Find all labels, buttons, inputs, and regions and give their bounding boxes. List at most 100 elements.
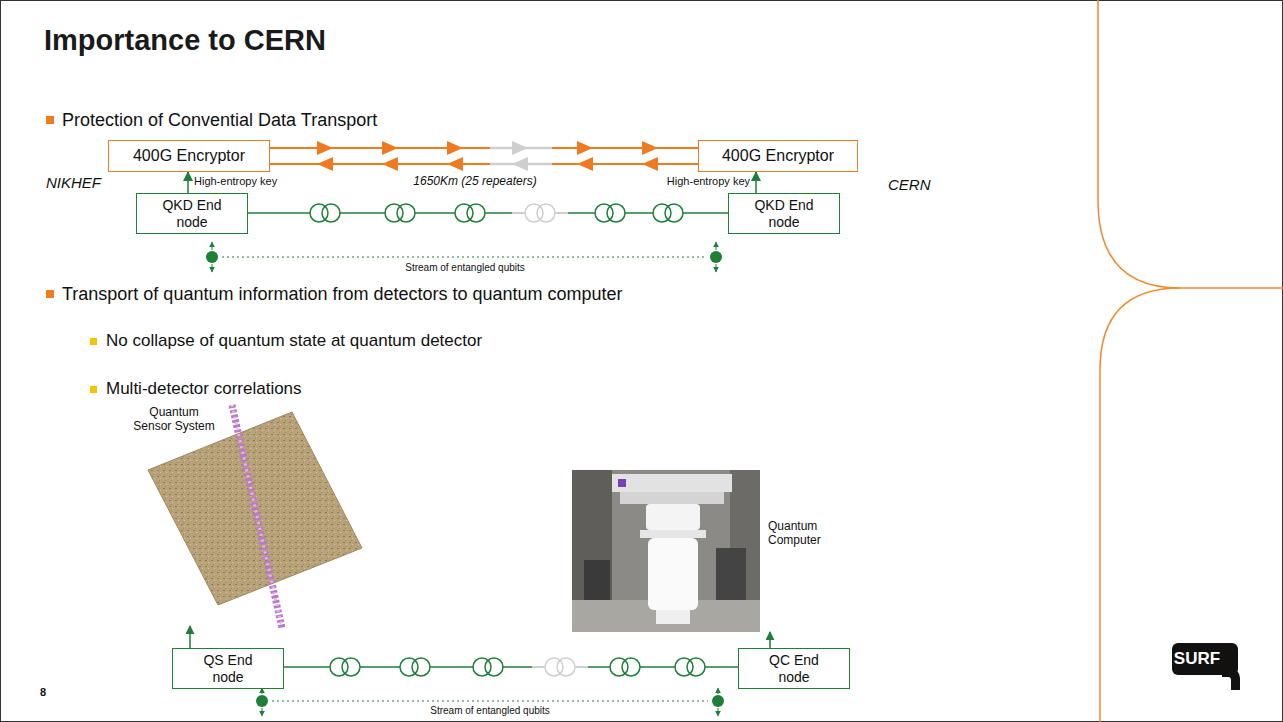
- entangled-qubit-stream: [716, 264, 717, 272]
- bullet-marker: [90, 386, 97, 393]
- connector-decoration: [310, 141, 705, 676]
- quantum-computer-photo: [716, 548, 746, 600]
- repeater-symbol: [473, 658, 503, 676]
- entangled-qubit-stream: [222, 257, 706, 258]
- entangled-qubit-stream: [718, 708, 719, 716]
- quantum-computer-photo: [572, 470, 760, 632]
- repeater-symbol: [675, 658, 705, 676]
- sensor-readout-arrow: [769, 632, 771, 648]
- entangled-qubit-stream: [710, 251, 722, 263]
- key-arrow: [187, 172, 189, 193]
- flow-arrowhead: [382, 157, 398, 171]
- quantum-computer-photo: [612, 474, 732, 492]
- qkd-end-node: QKD End node: [728, 193, 840, 234]
- quantum-computer-photo: [620, 492, 724, 504]
- data-stream: [270, 163, 698, 165]
- flow-arrowhead: [642, 157, 658, 171]
- repeater-symbol: [595, 204, 625, 222]
- sensor-readout-arrow: [189, 626, 191, 648]
- sub-bullet-text: No collapse of quantum state at quantum …: [106, 331, 482, 351]
- entangled-qubit-stream: [262, 708, 263, 716]
- repeater-symbol: [455, 204, 485, 222]
- sensor-end-node: QS End node: [172, 648, 284, 689]
- quantum-computer-photo: [640, 530, 706, 538]
- repeater-symbol: [342, 658, 360, 676]
- repeater-symbol: [653, 204, 683, 222]
- quantum-computer-photo: [618, 479, 626, 487]
- stream-caption: Stream of entangled qubits: [405, 262, 525, 274]
- flow-arrowhead: [642, 141, 658, 155]
- flow-arrowhead: [577, 157, 593, 171]
- repeater-symbol: [665, 204, 683, 222]
- repeater-symbol: [397, 204, 415, 222]
- quantum-computer-photo: [584, 560, 610, 600]
- site-name: NIKHEF: [46, 174, 101, 191]
- repeater-symbol: [610, 658, 640, 676]
- sub-bullet-text: Multi-detector correlations: [106, 379, 302, 399]
- flow-arrowhead: [577, 141, 593, 155]
- site-name: CERN: [888, 176, 931, 193]
- flow-arrowhead: [317, 141, 333, 155]
- entangled-qubit-stream: [212, 242, 213, 250]
- repeater-symbol: [322, 204, 340, 222]
- repeater-symbol: [485, 658, 503, 676]
- quantum-computer-photo: [646, 504, 700, 530]
- repeater-symbol: [545, 658, 575, 676]
- node-label: QC End node: [758, 652, 830, 684]
- illustration-label: Quantum Sensor System: [132, 406, 216, 434]
- repeater-symbol: [412, 658, 430, 676]
- flow-arrowhead: [512, 157, 528, 171]
- repeater-symbol: [473, 658, 503, 676]
- repeater-symbol: [330, 658, 360, 676]
- flow-arrowhead: [317, 157, 333, 171]
- node-label: 400G Encryptor: [722, 147, 834, 165]
- node-label: QS End node: [192, 652, 264, 684]
- node-label: 400G Encryptor: [133, 147, 245, 165]
- repeater-symbol: [610, 658, 640, 676]
- qkd-end-node: QKD End node: [136, 193, 248, 234]
- repeater-symbol: [545, 658, 575, 676]
- repeater-symbol: [385, 204, 415, 222]
- quantum-sensor-illustration: [232, 405, 282, 628]
- photo-label: Quantum Computer: [768, 520, 832, 548]
- page-number: 8: [40, 686, 46, 699]
- repeater-symbol: [400, 658, 430, 676]
- quantum-computer-photo: [572, 470, 760, 632]
- surf-logo: [1172, 643, 1240, 690]
- computer-end-node: QC End node: [738, 648, 850, 689]
- repeater-symbol: [653, 204, 683, 222]
- node-label: QKD End node: [748, 197, 820, 229]
- quantum-sensor-illustration: [232, 405, 282, 628]
- flow-arrowhead: [382, 141, 398, 155]
- entangled-qubit-stream: [712, 695, 724, 707]
- connector-group: [188, 148, 756, 667]
- repeater-symbol: [595, 204, 625, 222]
- flow-arrowhead: [447, 157, 463, 171]
- bullet-text: Transport of quantum information from de…: [62, 284, 623, 305]
- edge-label: High-entropy key: [667, 175, 750, 188]
- repeater-symbol: [525, 204, 555, 222]
- entangled-qubit-stream: [256, 688, 724, 716]
- node-label: QKD End node: [156, 197, 228, 229]
- quantum-sensor-illustration: [148, 405, 362, 628]
- key-arrow: [755, 172, 757, 193]
- sensor-readout-arrow: [190, 626, 770, 648]
- encryptor-box: 400G Encryptor: [108, 140, 270, 172]
- repeater-symbol: [622, 658, 640, 676]
- quantum-computer-photo: [648, 538, 698, 610]
- slide-title: Importance to CERN: [44, 24, 326, 57]
- encryptor-box: 400G Encryptor: [698, 140, 858, 172]
- orange-swoosh: [1098, 0, 1283, 288]
- repeater-symbol: [675, 658, 705, 676]
- entangled-qubit-stream: [718, 688, 719, 694]
- edge-label: High-entropy key: [194, 175, 277, 188]
- flow-arrowhead: [447, 141, 463, 155]
- bullet-marker: [90, 338, 97, 345]
- repeater-symbol: [310, 204, 340, 222]
- stream-caption: Stream of entangled qubits: [430, 705, 550, 717]
- orange-swoosh: [1098, 0, 1283, 722]
- flow-arrowhead: [512, 141, 528, 155]
